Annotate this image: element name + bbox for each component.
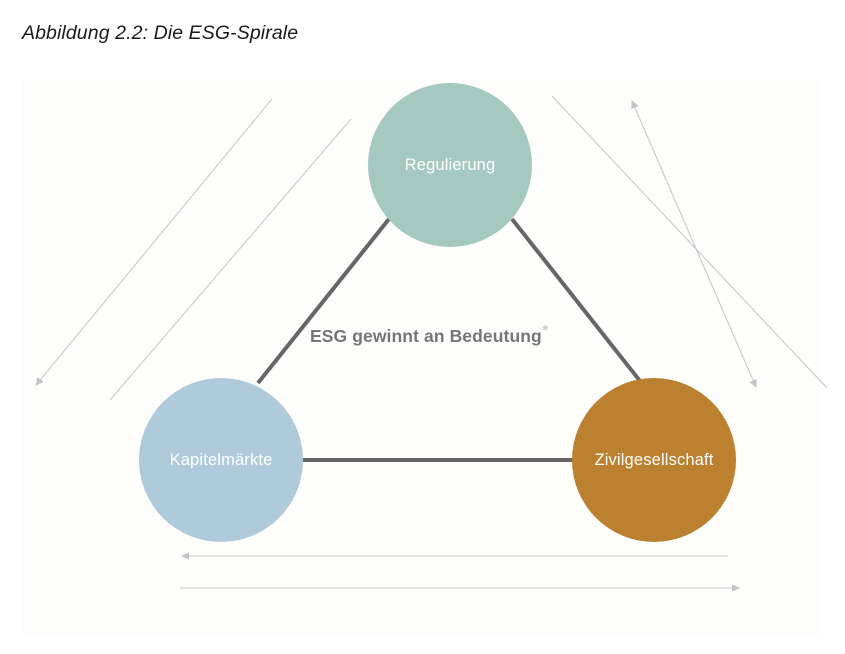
node-kapitelmaerkte[interactable]: Kapitelmärkte — [139, 378, 303, 542]
spiral-arrow-right-outer — [551, 95, 828, 389]
connector-regulierung-zivilgesellschaft — [510, 217, 642, 383]
node-regulierung[interactable]: Regulierung — [368, 83, 532, 247]
spiral-arrow-left-inner — [109, 118, 352, 401]
spiral-arrow-left-outer — [35, 98, 273, 386]
connector-kapitelmaerkte-regulierung — [256, 217, 391, 385]
spiral-arrows-group — [35, 95, 828, 592]
node-zivilgesellschaft-label: Zivilgesellschaft — [594, 450, 714, 469]
triangle-connectors-group — [256, 217, 642, 462]
center-label: ESG gewinnt an Bedeutung* — [310, 323, 548, 347]
figure-title: Abbildung 2.2: Die ESG-Spirale — [22, 22, 299, 44]
node-regulierung-label: Regulierung — [404, 155, 496, 174]
node-kapitelmaerkte-label: Kapitelmärkte — [169, 450, 273, 469]
center-label-text: ESG gewinnt an Bedeutung — [310, 326, 542, 346]
center-label-footnote-marker-icon: * — [542, 322, 549, 340]
spiral-arrow-right-inner — [631, 100, 757, 388]
node-zivilgesellschaft[interactable]: Zivilgesellschaft — [572, 378, 736, 542]
